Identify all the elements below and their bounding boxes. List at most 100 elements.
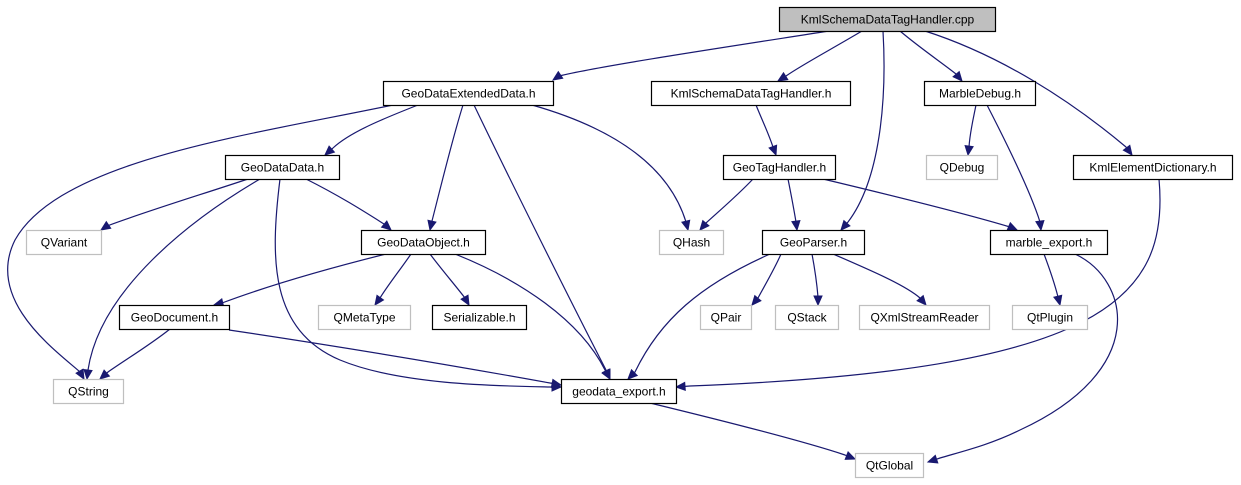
edge-gp-to-qstack [811, 253, 823, 307]
node-gdo[interactable]: GeoDataObject.h [360, 229, 487, 256]
edge-line [986, 104, 1041, 223]
arrowhead-icon [674, 381, 686, 392]
node-gded[interactable]: GeoDataExtendedData.h [382, 80, 555, 107]
edge-line [968, 104, 977, 148]
node-box [699, 304, 753, 331]
arrowhead-icon [1053, 294, 1063, 307]
edge-line [379, 253, 412, 299]
node-gdd[interactable]: GeoDataData.h [224, 154, 341, 181]
edge-gdo-to-gdoc [212, 253, 387, 308]
nodes-layer: KmlSchemaDataTagHandler.cppGeoDataExtend… [25, 6, 1234, 479]
edge-line [846, 30, 885, 224]
edge-gdd-to-gdo [305, 178, 392, 231]
node-label: geodata_export.h [572, 385, 665, 399]
node-label: GeoTagHandler.h [733, 161, 826, 175]
node-root[interactable]: KmlSchemaDataTagHandler.cpp [778, 6, 997, 33]
node-label: Serializable.h [443, 311, 515, 325]
node-label: QVariant [41, 236, 88, 250]
arrowhead-icon [380, 220, 392, 231]
edge-line [431, 104, 464, 222]
edge-line [106, 328, 171, 374]
node-qmeta: QMetaType [317, 304, 412, 331]
node-box [431, 304, 528, 331]
node-label: QtPlugin [1027, 311, 1073, 325]
node-box [722, 154, 837, 181]
node-label: QString [68, 385, 109, 399]
edge-line [755, 104, 774, 148]
arrowhead-icon [844, 450, 857, 460]
edge-line [1043, 253, 1059, 298]
edge-mdbg-to-mexp [986, 104, 1045, 232]
node-gexp[interactable]: geodata_export.h [560, 378, 678, 405]
node-qstring: QString [52, 378, 125, 405]
node-qhash: QHash [658, 229, 725, 256]
edge-gth-to-gp [787, 178, 801, 232]
edge-gdo-to-ser [429, 253, 470, 307]
arrowhead-icon [1122, 144, 1133, 156]
node-box [761, 229, 866, 256]
node-label: GeoParser.h [780, 236, 847, 250]
edge-line [454, 253, 607, 372]
edge-gdo-to-qmeta [374, 253, 412, 307]
arrowhead-icon [75, 368, 85, 381]
node-box [989, 229, 1109, 256]
node-box [382, 80, 555, 107]
node-label: GeoDataData.h [241, 161, 324, 175]
node-mexp[interactable]: marble_export.h [989, 229, 1109, 256]
node-label: KmlSchemaDataTagHandler.h [671, 87, 832, 101]
arrowhead-icon [751, 294, 762, 306]
node-box [854, 452, 925, 479]
node-box [658, 229, 725, 256]
edge-line [649, 402, 847, 457]
arrowhead-icon [460, 294, 470, 307]
edge-root-to-gded [551, 30, 830, 81]
arrowhead-icon [791, 220, 801, 232]
node-ksdth[interactable]: KmlSchemaDataTagHandler.h [650, 80, 852, 107]
node-label: QtGlobal [866, 459, 913, 473]
node-mdbg[interactable]: MarbleDebug.h [923, 80, 1037, 107]
node-label: GeoDataExtendedData.h [401, 87, 535, 101]
arrowhead-icon [768, 144, 778, 157]
edge-mexp-to-qtglobal [926, 253, 1119, 464]
edge-gded-to-qstring [7, 104, 394, 381]
arrowhead-icon [964, 145, 974, 157]
node-gth[interactable]: GeoTagHandler.h [722, 154, 837, 181]
node-label: QStack [787, 311, 827, 325]
arrowhead-icon [916, 294, 927, 306]
edge-line [331, 104, 419, 150]
edge-gp-to-gexp [627, 253, 771, 380]
node-ked[interactable]: KmlElementDictionary.h [1072, 154, 1234, 181]
node-qpair: QPair [699, 304, 753, 331]
edge-line [558, 30, 830, 77]
edge-gexp-to-qtglobal [649, 402, 857, 460]
arrowhead-icon [601, 368, 611, 381]
node-box [774, 304, 840, 331]
node-gdoc[interactable]: GeoDocument.h [118, 304, 231, 331]
arrowhead-icon [840, 219, 851, 231]
edge-gdo-to-gexp [454, 253, 611, 381]
node-box [650, 80, 852, 107]
node-label: QDebug [940, 161, 985, 175]
node-gp[interactable]: GeoParser.h [761, 229, 866, 256]
node-ser[interactable]: Serializable.h [431, 304, 528, 331]
edge-ked-to-gexp [674, 178, 1161, 392]
edge-gp-to-qxml [832, 253, 927, 306]
edge-gded-to-gdo [427, 104, 464, 232]
edge-line [7, 104, 394, 373]
arrowhead-icon [627, 368, 639, 380]
edge-line [832, 253, 921, 299]
edge-gdoc-to-qstring [99, 328, 171, 380]
edge-line [87, 178, 261, 371]
arrowhead-icon [1006, 221, 1019, 231]
edge-root-to-ked [924, 30, 1133, 156]
edge-line [106, 178, 249, 227]
edge-gth-to-mexp [822, 178, 1019, 231]
arrowhead-icon [324, 145, 336, 156]
edge-mdbg-to-qdebug [964, 104, 977, 157]
node-label: QHash [673, 236, 710, 250]
node-label: GeoDataObject.h [377, 236, 470, 250]
node-label: KmlSchemaDataTagHandler.cpp [801, 13, 975, 27]
edge-line [785, 30, 863, 77]
edge-line [757, 253, 782, 299]
